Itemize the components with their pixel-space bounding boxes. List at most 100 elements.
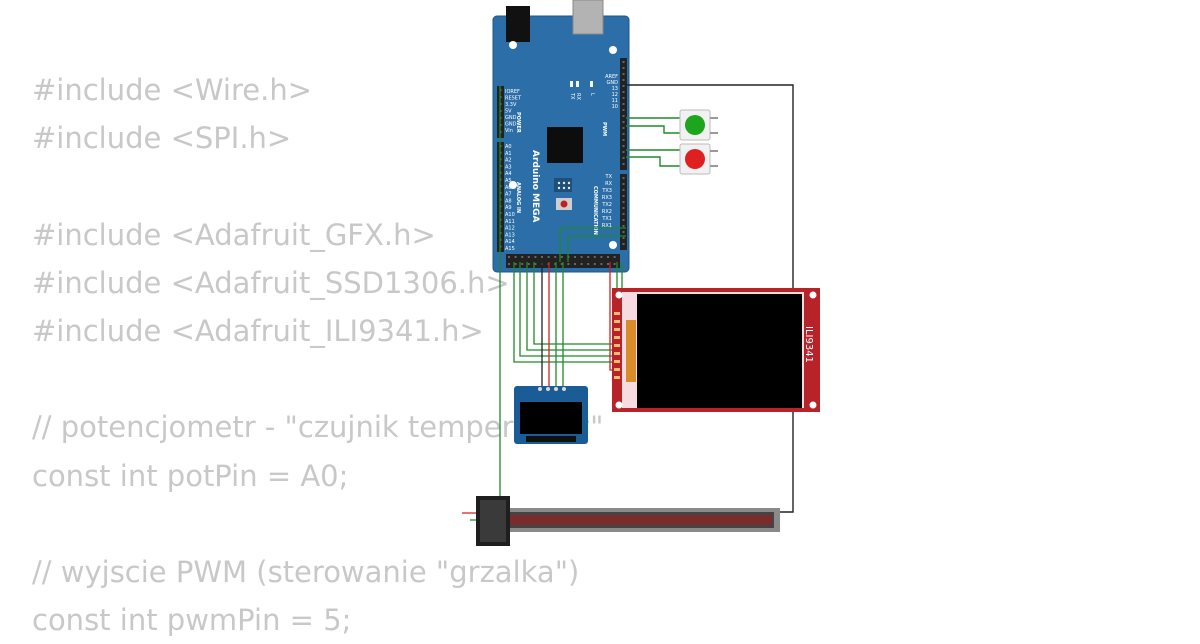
wire-green-tft-4 — [533, 262, 619, 345]
pin-label: A1 — [505, 151, 512, 157]
header-pin — [622, 163, 625, 165]
header-pin — [622, 115, 625, 117]
pin-label: A4 — [505, 171, 512, 177]
board-name: Arduino MEGA — [530, 150, 540, 223]
header-pin — [534, 263, 537, 265]
pushbutton-red[interactable] — [679, 143, 718, 175]
header-pin — [593, 263, 596, 265]
pin-label: 10 — [612, 104, 618, 110]
pin-label: A0 — [505, 144, 512, 150]
pin-label: GND — [607, 80, 619, 86]
pushbutton-green[interactable] — [679, 109, 718, 141]
pin-label: A5 — [505, 178, 512, 184]
header-pin — [534, 256, 537, 258]
analog-header-label: ANALOG IN — [515, 182, 521, 213]
code-line: #include <Adafruit_SSD1306.h> — [32, 265, 510, 300]
pin-label: A10 — [505, 212, 515, 218]
pin-label: A7 — [505, 192, 512, 198]
comm-header-label: COMMUNICATION — [592, 186, 598, 235]
pin-label: GND — [505, 115, 517, 121]
header-pin — [607, 263, 609, 265]
header-pin — [622, 207, 625, 209]
header-pin — [622, 237, 625, 239]
wire-green-comm-2 — [567, 235, 626, 262]
tft-pin — [614, 328, 620, 331]
header-pin — [622, 121, 625, 123]
header-pin — [622, 225, 625, 227]
header-pin — [622, 195, 625, 197]
header-pin — [607, 256, 609, 258]
tft-pin — [614, 368, 620, 371]
header-pin — [574, 263, 576, 265]
header-pin — [587, 263, 590, 265]
header-pin — [521, 256, 524, 258]
header-pin — [622, 79, 625, 81]
pin-label: A6 — [505, 185, 512, 191]
header-pin — [580, 263, 583, 265]
pin-label: 11 — [612, 98, 618, 104]
oled-display-ssd1306[interactable] — [514, 386, 588, 444]
pin-label: A9 — [505, 205, 512, 211]
header-pin — [593, 256, 596, 258]
led-label-rx: RX — [575, 93, 581, 100]
header-pin — [622, 133, 625, 135]
header-pin — [514, 263, 517, 265]
slide-potentiometer[interactable] — [476, 496, 780, 546]
header-pin — [574, 256, 576, 258]
code-background: #include <Wire.h>#include <SPI.h>#includ… — [32, 66, 604, 644]
pin-label: A11 — [505, 219, 515, 225]
pin-label: GND — [505, 122, 517, 128]
header-pin — [622, 61, 625, 63]
arduino-mega-board[interactable]: TX RX L Arduino MEGA POWER ANALOG IN PWM… — [492, 0, 630, 273]
tft-pin — [614, 352, 620, 355]
header-pin — [622, 109, 625, 111]
header-pin — [622, 231, 625, 233]
header-pin — [554, 263, 557, 265]
pin-label: RX1 — [602, 223, 612, 229]
pin-label: 12 — [612, 92, 618, 98]
code-line: #include <SPI.h> — [32, 121, 292, 156]
tft-display-ili9341[interactable]: ILI9341 — [612, 288, 820, 412]
header-pin — [547, 256, 550, 258]
pin-label: A12 — [505, 226, 515, 232]
tft-pin — [614, 376, 620, 379]
header-pin — [613, 263, 616, 265]
header-pin — [622, 157, 625, 159]
header-pin — [622, 177, 625, 179]
header-pin — [622, 243, 625, 245]
usb-connector — [572, 0, 604, 35]
header-pin — [622, 145, 625, 147]
pin-label: AREF — [605, 74, 618, 80]
pin-label: A14 — [505, 239, 515, 245]
tft-pin — [614, 312, 620, 315]
header-pin — [622, 219, 625, 221]
header-pin — [600, 263, 603, 265]
tft-pin — [614, 336, 620, 339]
header-pin — [622, 201, 625, 203]
header-pin — [514, 256, 517, 258]
pin-label: A13 — [505, 232, 515, 238]
pin-label: A15 — [505, 246, 515, 252]
wire-green-button1-b — [626, 125, 680, 134]
header-pin — [527, 263, 530, 265]
pin-label: RESET — [505, 96, 522, 102]
pin-label: 3.3V — [505, 102, 517, 108]
wire-green-tft-2 — [519, 262, 619, 357]
comm-header — [620, 174, 627, 250]
header-pin — [508, 263, 510, 265]
header-pin — [560, 263, 563, 265]
header-pin — [622, 73, 625, 75]
header-pin — [622, 103, 625, 105]
pin-label: A8 — [505, 198, 512, 204]
pin-label: IOREF — [505, 89, 520, 95]
header-pin — [560, 256, 563, 258]
header-pin — [622, 85, 625, 87]
header-pin — [622, 183, 625, 185]
code-line: // wyjscie PWM (sterowanie "grzalka") — [32, 554, 580, 589]
header-pin — [600, 256, 603, 258]
header-pin — [554, 256, 557, 258]
header-pin — [622, 213, 625, 215]
